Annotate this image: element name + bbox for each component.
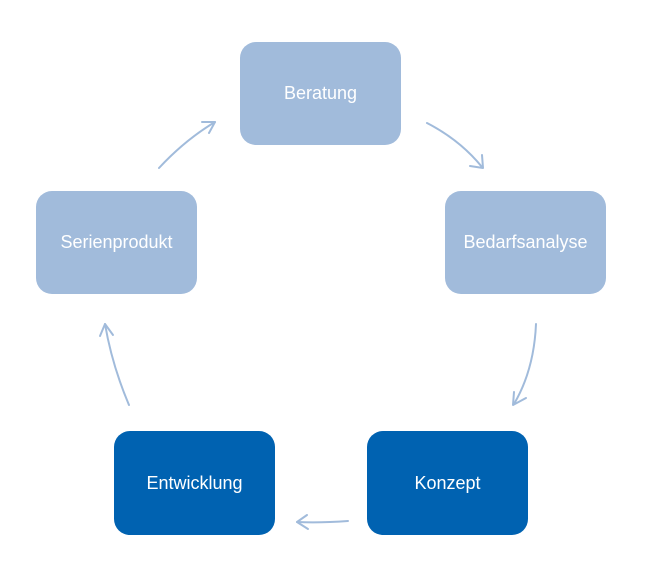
step-label: Entwicklung xyxy=(146,472,243,493)
step-beratung: Beratung xyxy=(240,42,401,145)
step-label: Beratung xyxy=(283,83,358,103)
step-bedarfsanalyse: Bedarfsanalyse xyxy=(445,191,606,294)
arrow-konzept-to-entwicklung xyxy=(296,514,349,530)
step-serienprodukt: Serienprodukt xyxy=(36,191,197,294)
step-label: Bedarfsanalyse xyxy=(463,232,588,252)
arrow-bedarfsanalyse-to-konzept xyxy=(512,323,537,406)
step-label: Konzept xyxy=(414,472,481,493)
step-konzept: Konzept xyxy=(367,431,528,535)
arrow-entwicklung-to-serienprodukt xyxy=(99,323,130,406)
arrow-serienprodukt-to-beratung xyxy=(158,121,216,169)
arrow-beratung-to-bedarfsanalyse xyxy=(426,122,484,169)
step-entwicklung: Entwicklung xyxy=(114,431,275,535)
step-label: Serienprodukt xyxy=(60,232,173,252)
